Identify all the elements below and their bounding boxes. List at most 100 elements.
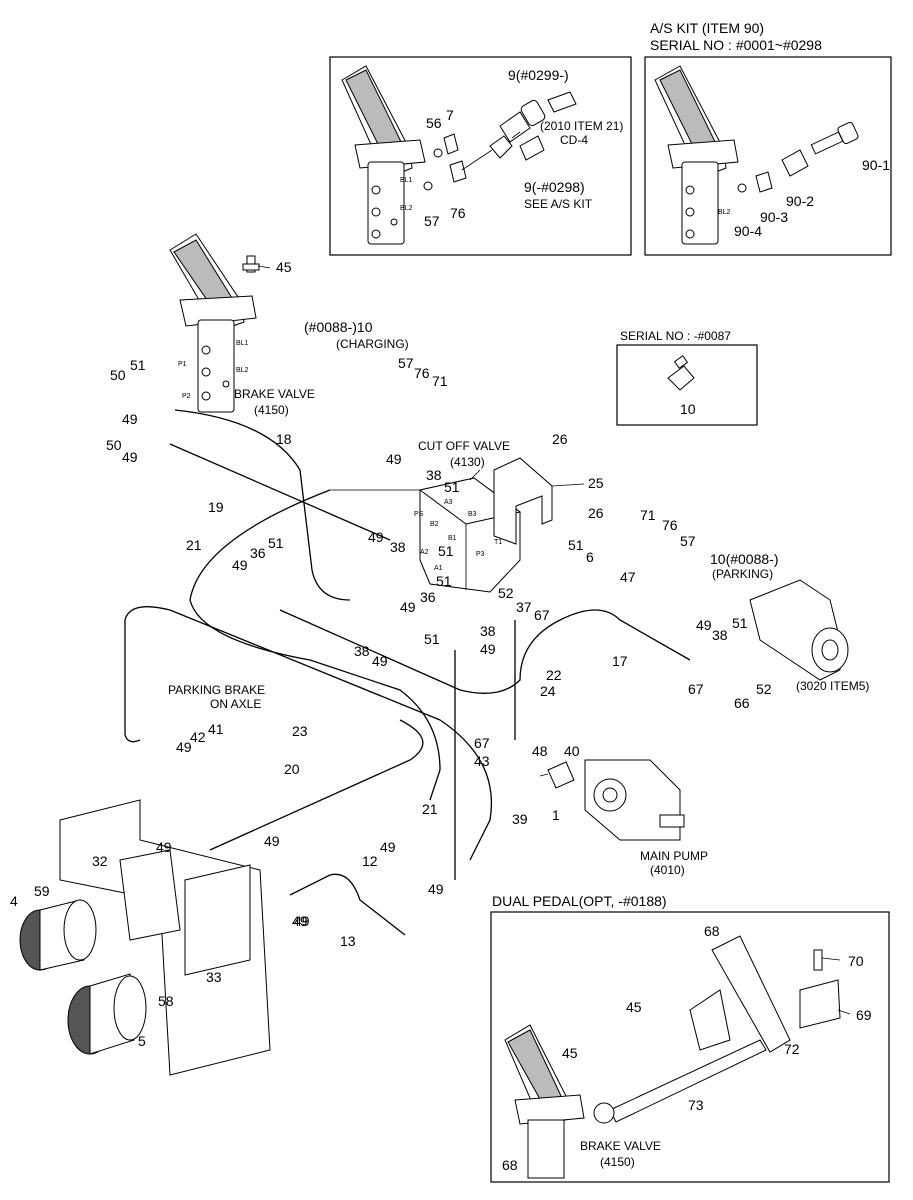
caption-main-pump: MAIN PUMP [640,849,708,863]
callout-20: 20 [284,761,300,777]
callout-38b: 38 [390,539,406,555]
callout-33: 33 [206,969,222,985]
callout-50a: 50 [110,367,126,383]
caption-charging: (CHARGING) [336,337,409,351]
titles: A/S KIT (ITEM 90) SERIAL NO : #0001~#029… [492,20,822,909]
callout-10b: 10 [680,401,696,417]
callout-21b: 21 [422,801,438,817]
callout-49o: 49 [294,913,310,929]
title-serial-as: SERIAL NO : #0001~#0298 [650,37,822,53]
caption-item-3020: (3020 ITEM5) [796,679,869,693]
callout-36b: 36 [420,589,436,605]
callout-24: 24 [540,683,556,699]
caption-parking-brake-1: PARKING BRAKE [168,683,265,697]
caption-main-pump-no: (4010) [650,863,685,877]
port-b1: B1 [448,535,457,542]
callout-51h: 51 [732,615,748,631]
callout-49j: 49 [156,839,172,855]
callout-1: 1 [552,807,560,823]
port-b2: B2 [430,521,439,528]
port-p2: P2 [182,393,191,400]
callout-38e: 38 [712,627,728,643]
callout-52a: 52 [498,585,514,601]
callout-76a: 76 [450,205,466,221]
caption-cd4: CD-4 [560,133,588,147]
callout-71a: 71 [432,373,448,389]
callout-49k: 49 [264,833,280,849]
callout-23: 23 [292,723,308,739]
callout-67c: 67 [474,735,490,751]
callout-56: 56 [426,115,442,131]
callout-7: 7 [446,107,454,123]
callout-26b: 26 [588,505,604,521]
callout-21a: 21 [186,537,202,553]
port-p1: P1 [178,361,187,368]
caption-dual-brake-valve: BRAKE VALVE [580,1139,661,1153]
cut-off-valve-4130 [418,457,553,593]
main-pump-4010 [547,759,685,841]
callout-32: 32 [92,853,108,869]
caption-parking-brake-2: ON AXLE [210,697,261,711]
hoses [124,409,691,936]
callout-90-1: 90-1 [862,157,890,173]
callout-49-bot: 49 [400,599,416,615]
callout-50b: 50 [106,437,122,453]
inset-dual-pedal [490,911,890,1183]
callout-9a: 9(#0299-) [508,67,569,83]
callout-47: 47 [620,569,636,585]
callout-43: 43 [474,753,490,769]
callout-22: 22 [546,667,562,683]
callout-49n: 49 [292,913,308,929]
caption-see-as-kit: SEE A/S KIT [524,197,593,211]
captions: BRAKE VALVE (4150) CUT OFF VALVE (4130) … [168,119,869,1169]
callout-90-3: 90-3 [760,209,788,225]
caption-cut-off-valve-no: (4130) [450,455,485,469]
callout-69: 69 [856,1007,872,1023]
caption-brake-valve: BRAKE VALVE [234,387,315,401]
inset-switch-0087 [616,344,758,426]
callouts: 9(#0299-) 9(-#0298) 56 7 57 76 90-1 90-2… [10,67,890,1173]
callout-36a: 36 [250,545,266,561]
callout-57a: 57 [424,213,440,229]
callout-51a: 51 [130,357,146,373]
callout-48: 48 [532,743,548,759]
callout-5: 5 [138,1033,146,1049]
brake-valve-4150 [169,233,260,413]
callout-73: 73 [688,1097,704,1113]
caption-cut-off-valve: CUT OFF VALVE [418,439,510,453]
callout-49l: 49 [380,839,396,855]
inset-brake-valve-fittings [329,56,632,256]
callout-58: 58 [158,993,174,1009]
bracket-and-accumulators [19,799,271,1076]
port-labels: BL1 BL2 P1 P2 BL1 BL2 BL2 PS A3 B2 B3 A2… [178,177,731,572]
callout-40: 40 [564,743,580,759]
callout-49m: 49 [428,881,444,897]
callout-68b: 68 [502,1157,518,1173]
callout-49i: 49 [176,739,192,755]
callout-37: 37 [516,599,532,615]
port-a2: A2 [420,549,429,556]
inset-as-kit [644,56,892,256]
callout-38d: 38 [354,643,370,659]
callout-72: 72 [784,1041,800,1057]
leader-lines [257,265,851,1015]
callout-90-4: 90-4 [734,223,762,239]
callout-57b: 57 [398,355,414,371]
title-as-kit: A/S KIT (ITEM 90) [650,20,764,36]
callout-59: 59 [34,883,50,899]
callout-70: 70 [848,953,864,969]
callout-67a: 67 [534,607,550,623]
port-ps: PS [414,511,424,518]
callout-17: 17 [612,653,628,669]
port-t1: T1 [494,539,502,546]
caption-brake-valve-no: (4150) [254,403,289,417]
callout-26a: 26 [552,431,568,447]
port-inset-bl2: BL2 [400,205,413,212]
callout-49e: 49 [368,529,384,545]
callout-9b: 9(-#0298) [524,179,585,195]
callout-13: 13 [340,933,356,949]
callout-49a: 49 [122,411,138,427]
callout-41: 41 [208,721,224,737]
callout-19: 19 [208,499,224,515]
